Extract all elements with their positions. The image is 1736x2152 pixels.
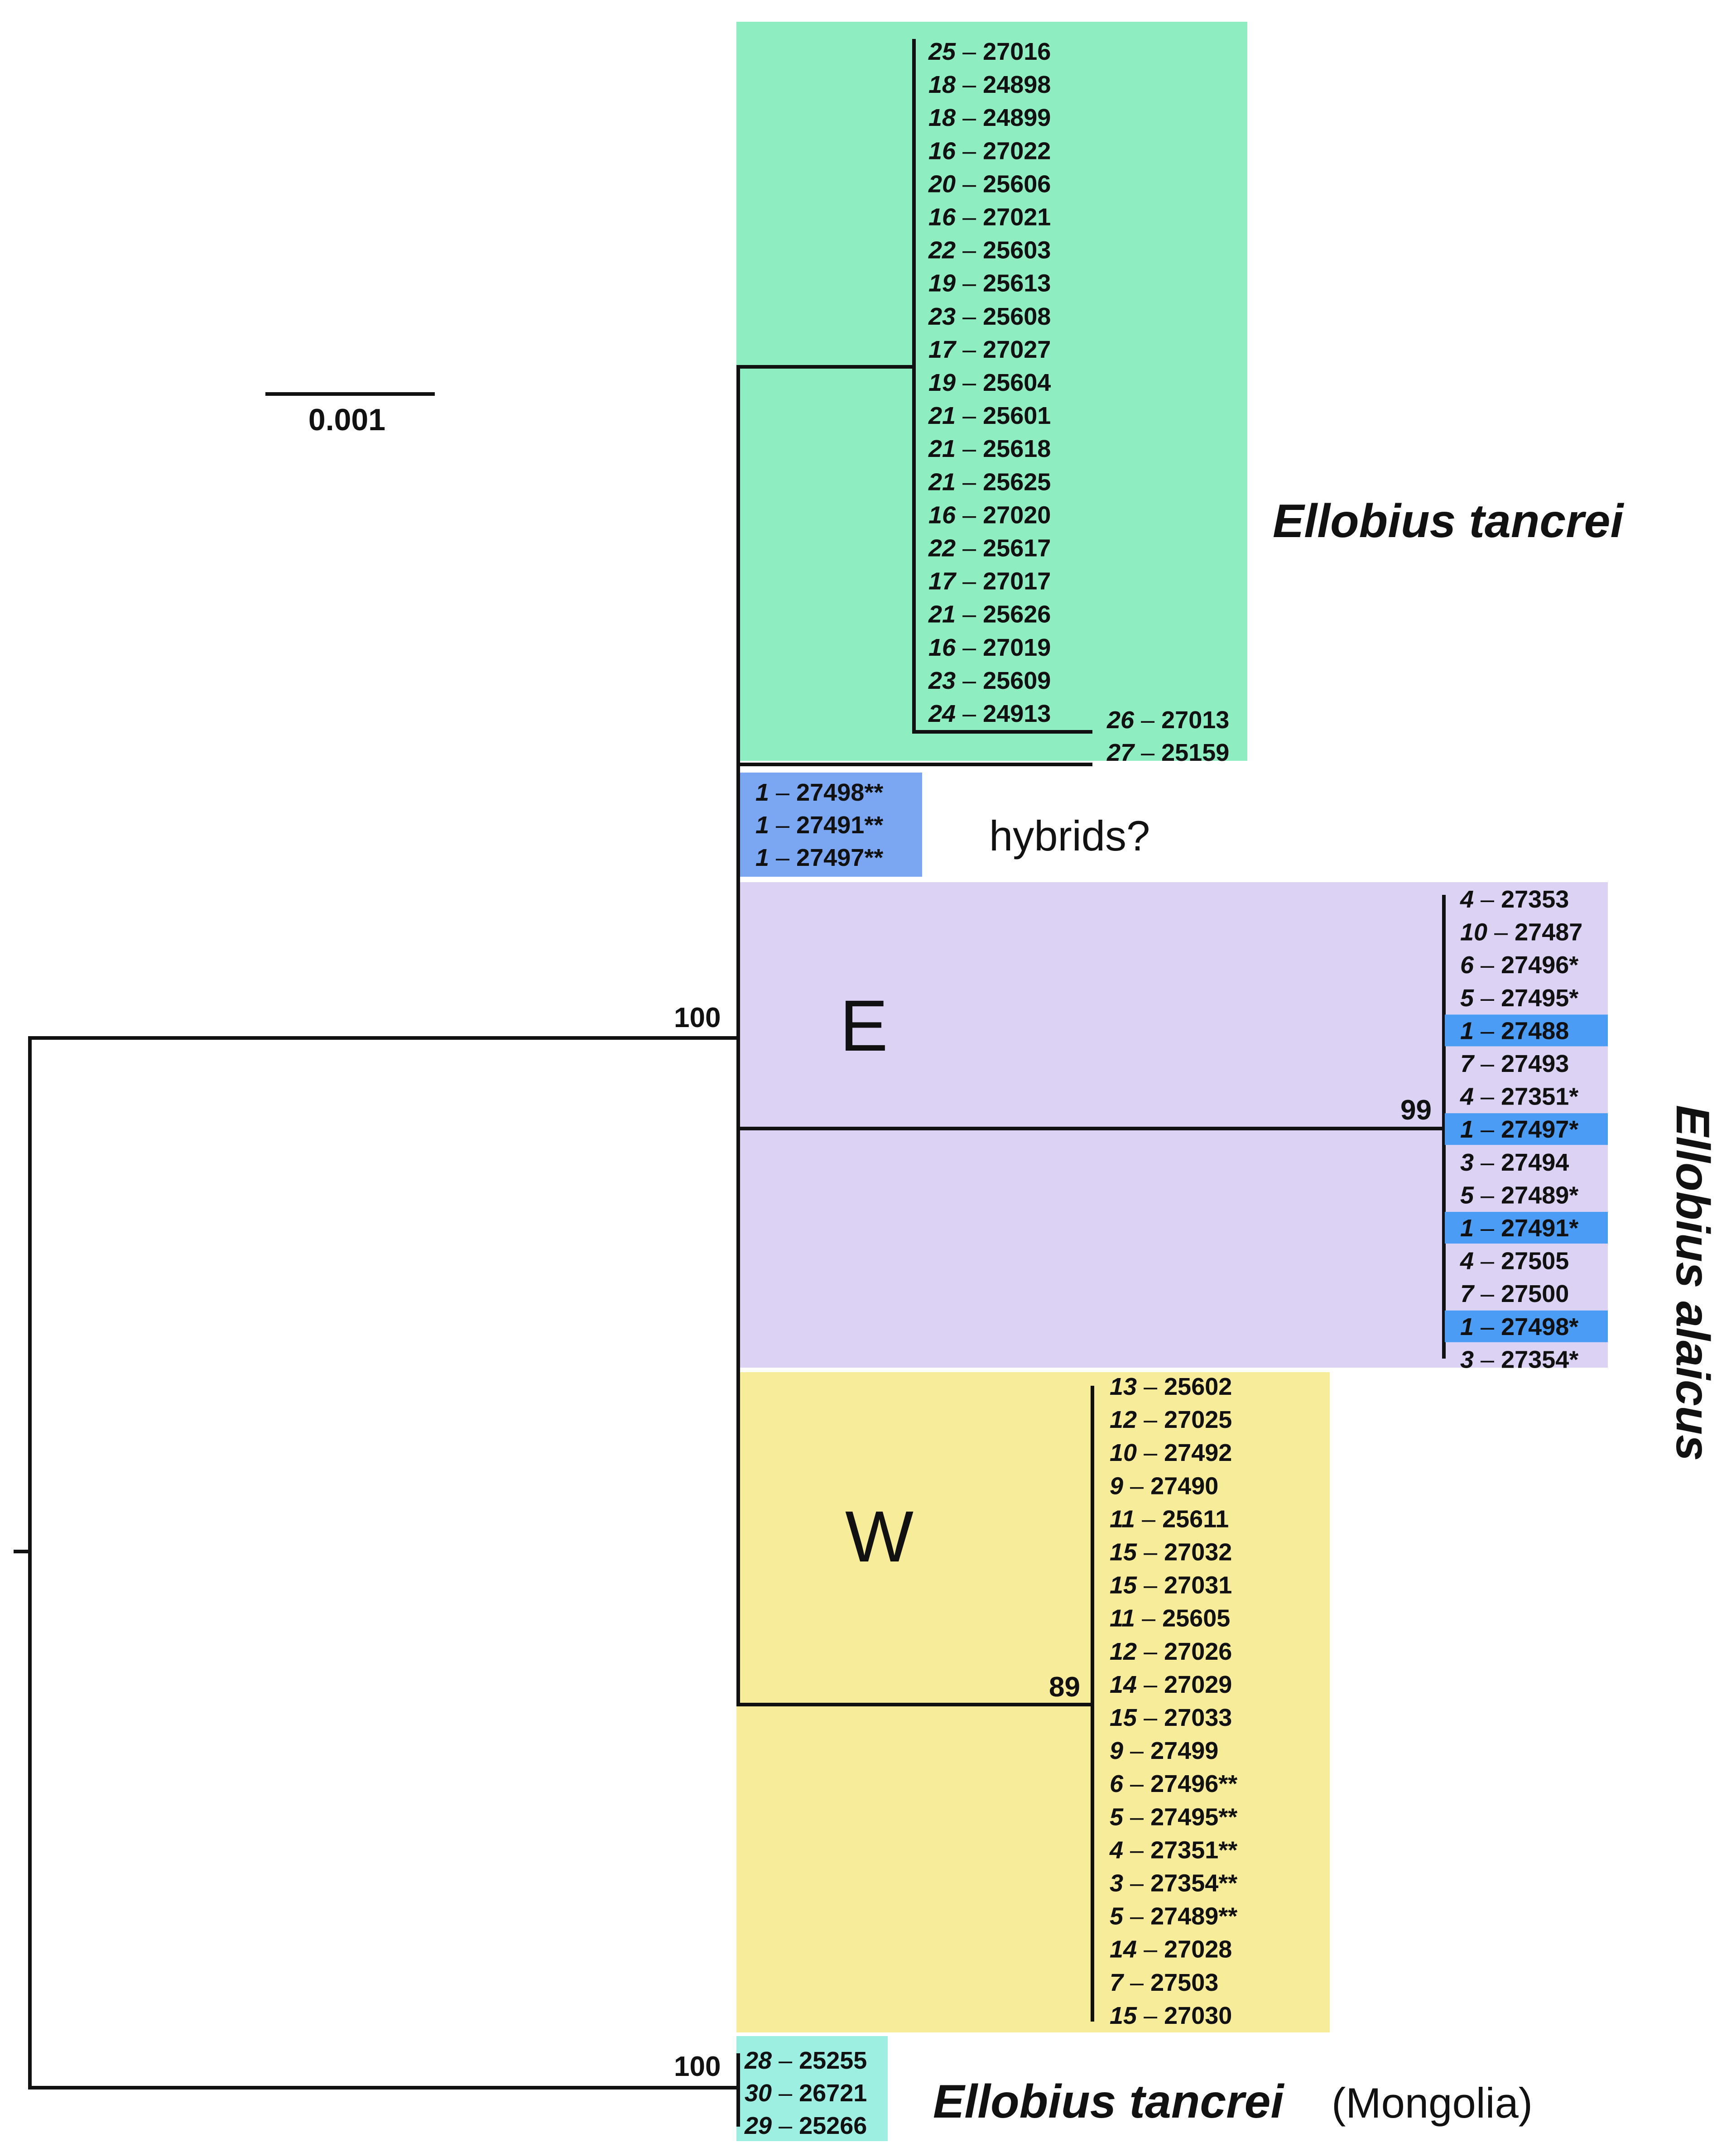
leaf-label: 17 – 27027	[928, 336, 1051, 363]
species-label-tancrei: Ellobius tancrei	[1273, 495, 1625, 548]
species-label-mongolia: Ellobius tancrei	[933, 2075, 1285, 2128]
leaf-label: 16 – 27020	[928, 501, 1051, 528]
leaf-label: 3 – 27354*	[1460, 1346, 1578, 1373]
leaf-label: 1 – 27498**	[755, 779, 883, 806]
leaf-label: 3 – 27494	[1460, 1149, 1569, 1176]
leaf-label: 7 – 27500	[1460, 1280, 1569, 1307]
west-clade-background	[736, 1372, 1330, 2032]
leaf-label: 22 – 25603	[928, 237, 1051, 264]
leaf-label: 10 – 27492	[1110, 1439, 1232, 1466]
leaf-label: 3 – 27354**	[1110, 1870, 1237, 1897]
leaf-label: 28 – 25255	[744, 2047, 867, 2074]
leaf-label: 16 – 27019	[928, 634, 1051, 661]
leaf-label: 15 – 27032	[1110, 1539, 1232, 1566]
leaf-label: 1 – 27497*	[1460, 1116, 1578, 1143]
leaf-label: 5 – 27495*	[1460, 985, 1578, 1012]
west-clade-letter: W	[845, 1496, 914, 1577]
leaf-label: 19 – 25604	[928, 369, 1051, 396]
leaf-label: 12 – 27025	[1110, 1406, 1232, 1433]
east-support-value: 99	[1400, 1095, 1432, 1126]
leaf-label: 4 – 27351*	[1460, 1083, 1578, 1110]
leaf-label: 17 – 27017	[928, 568, 1051, 595]
leaf-label: 26 – 27013	[1106, 706, 1229, 734]
leaf-label: 23 – 25609	[928, 667, 1051, 694]
leaf-label: 30 – 26721	[745, 2080, 867, 2107]
leaf-label: 5 – 27489**	[1110, 1903, 1237, 1930]
leaf-label: 25 – 27016	[928, 38, 1051, 65]
leaf-label: 14 – 27029	[1110, 1671, 1232, 1698]
leaf-label: 9 – 27499	[1110, 1737, 1218, 1764]
leaf-label: 18 – 24898	[928, 71, 1051, 98]
tancrei-clade-background	[736, 22, 1247, 761]
tancrei-outer-leaves-background	[1082, 697, 1247, 761]
leaf-label: 5 – 27495**	[1110, 1803, 1237, 1830]
leaf-label: 12 – 27026	[1110, 1638, 1232, 1665]
leaf-label: 1 – 27497**	[755, 844, 883, 871]
east-clade-letter: E	[840, 985, 888, 1066]
leaf-label: 23 – 25608	[928, 303, 1051, 330]
leaf-highlight	[1445, 1212, 1608, 1244]
leaf-label: 15 – 27030	[1110, 2002, 1232, 2029]
leaf-label: 20 – 25606	[928, 170, 1051, 197]
leaf-label: 1 – 27498*	[1460, 1313, 1578, 1340]
hybrids-label: hybrids?	[989, 812, 1150, 860]
leaf-label: 1 – 27491**	[755, 812, 883, 839]
leaf-highlight	[1445, 1113, 1608, 1145]
leaf-highlight	[1445, 1014, 1608, 1047]
leaf-label: 9 – 27490	[1110, 1472, 1218, 1499]
leaf-highlight	[1445, 1310, 1608, 1342]
leaf-label: 4 – 27353	[1460, 886, 1569, 913]
leaf-label: 21 – 25625	[928, 468, 1051, 495]
leaf-label: 18 – 24899	[928, 104, 1051, 131]
mongolia-support-value: 100	[674, 2051, 721, 2082]
scale-bar-label: 0.001	[308, 403, 385, 437]
species-label-alaicus: Ellobius alaicus	[1666, 1105, 1719, 1461]
leaf-label: 19 – 25613	[928, 270, 1051, 297]
leaf-label: 14 – 27028	[1110, 1936, 1232, 1963]
leaf-label: 15 – 27031	[1110, 1572, 1232, 1599]
leaf-label: 16 – 27021	[928, 204, 1051, 231]
leaf-label: 4 – 27351**	[1109, 1836, 1237, 1864]
leaf-label: 11 – 25611	[1110, 1505, 1229, 1532]
leaf-label: 4 – 27505	[1460, 1248, 1569, 1275]
leaf-label: 1 – 27491*	[1460, 1215, 1578, 1242]
leaf-label: 24 – 24913	[928, 700, 1051, 727]
leaf-label: 6 – 27496**	[1110, 1770, 1237, 1797]
leaf-label: 6 – 27496*	[1460, 951, 1578, 979]
leaf-label: 1 – 27488	[1460, 1017, 1569, 1044]
leaf-label: 7 – 27493	[1460, 1050, 1569, 1077]
leaf-label: 21 – 25601	[928, 402, 1051, 429]
leaf-label: 15 – 27033	[1110, 1704, 1232, 1731]
leaf-label: 7 – 27503	[1110, 1969, 1218, 1996]
leaf-label: 22 – 25617	[928, 535, 1051, 562]
leaf-label: 5 – 27489*	[1460, 1182, 1578, 1209]
leaf-label: 13 – 25602	[1110, 1373, 1232, 1400]
hybrids-clade-background	[736, 773, 922, 877]
leaf-label: 10 – 27487	[1460, 919, 1582, 946]
leaf-label: 21 – 25618	[928, 435, 1051, 462]
mongolia-region-label: (Mongolia)	[1332, 2079, 1533, 2127]
leaf-label: 16 – 27022	[928, 137, 1051, 164]
leaf-label: 29 – 25266	[744, 2112, 867, 2139]
leaf-label: 11 – 25605	[1110, 1605, 1230, 1632]
leaf-label: 27 – 25159	[1106, 739, 1229, 766]
root-support-value: 100	[674, 1002, 721, 1033]
leaf-label: 21 – 25626	[928, 601, 1051, 628]
west-support-value: 89	[1049, 1672, 1080, 1703]
leaf-labels: 25 – 27016 18 – 24898 18 – 24899 16 – 27022…	[744, 38, 1608, 2139]
mongolia-clade-background	[736, 2036, 888, 2141]
